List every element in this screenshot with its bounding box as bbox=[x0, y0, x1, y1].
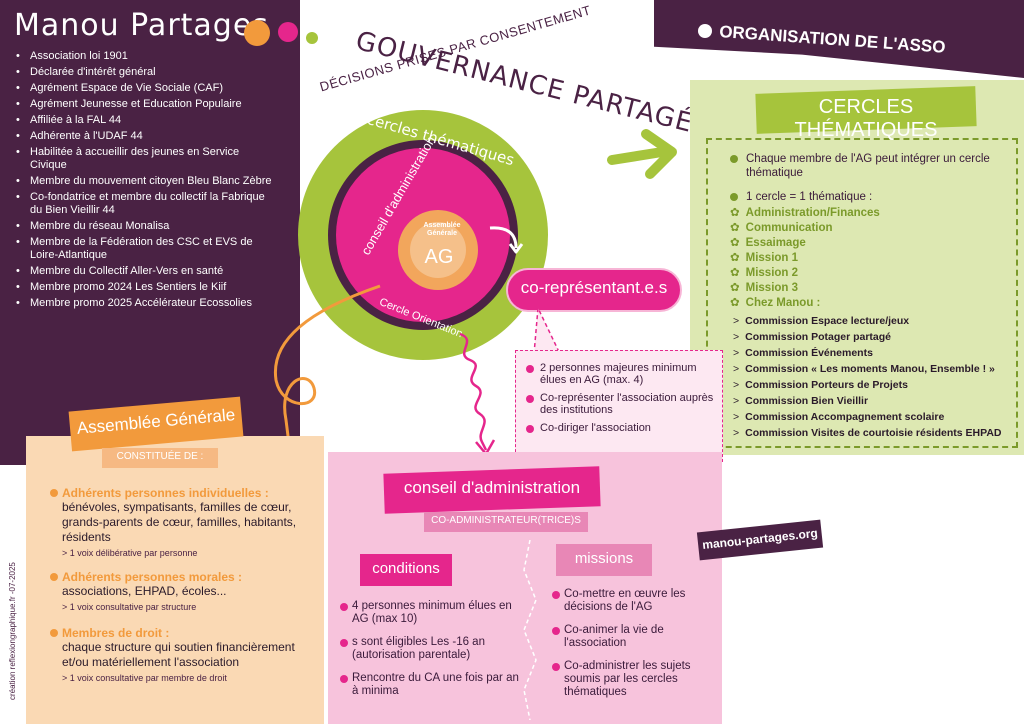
co-representatives-box bbox=[515, 350, 723, 462]
organization-facts-list: Association loi 1901 Déclarée d'intérêt … bbox=[14, 50, 276, 313]
co-representatives-label: co-représentant.e.s bbox=[520, 278, 668, 297]
thematic-circles-intro: Chaque membre de l'AG peut intégrer un c… bbox=[730, 152, 1010, 204]
bullet-dot-icon bbox=[730, 193, 738, 201]
fact-item: Adhérente à l'UDAF 44 bbox=[14, 130, 276, 143]
assembly-group: Adhérents personnes morales : associatio… bbox=[50, 570, 312, 612]
fact-item: Affiliée à la FAL 44 bbox=[14, 114, 276, 127]
commissions-list: Commission Espace lecture/jeux Commissio… bbox=[733, 313, 1021, 441]
commission-item: Commission Porteurs de Projets bbox=[733, 377, 1021, 393]
bullet-dot-icon bbox=[50, 489, 58, 497]
assembly-group-note: > 1 voix consultative par structure bbox=[62, 602, 197, 612]
conditions-list: 4 personnes minimum élues en AG (max 10)… bbox=[340, 600, 524, 708]
curly-arrow-pink-icon bbox=[459, 332, 496, 456]
commission-item: Commission Visites de courtoisie résiden… bbox=[733, 425, 1021, 441]
condition-item: 4 personnes minimum élues en AG (max 10) bbox=[340, 600, 524, 626]
arrow-right-icon bbox=[607, 129, 677, 179]
assembly-group-text: chaque structure qui soutien financièrem… bbox=[62, 640, 295, 669]
general-assembly-core bbox=[410, 222, 466, 278]
commission-item: Commission Accompagnement scolaire bbox=[733, 409, 1021, 425]
commission-item: Commission « Les moments Manou, Ensemble… bbox=[733, 361, 1021, 377]
theme-item: Mission 3 bbox=[730, 281, 1020, 296]
general-assembly-panel bbox=[26, 436, 324, 724]
co-representatives-item: 2 personnes majeures minimum élues en AG… bbox=[526, 362, 720, 386]
intro-text: 1 cercle = 1 thématique : bbox=[746, 191, 873, 203]
conditions-title: conditions bbox=[372, 560, 440, 577]
green-dot-decoration bbox=[306, 32, 318, 44]
ring-label-ag: AG bbox=[424, 246, 454, 268]
missions-title: missions bbox=[574, 550, 634, 567]
fact-item: Agrément Espace de Vie Sociale (CAF) bbox=[14, 82, 276, 95]
assembly-group: Membres de droit : chaque structure qui … bbox=[50, 626, 312, 683]
themes-list: Administration/Finances Communication Es… bbox=[730, 206, 1020, 311]
theme-item: Essaimage bbox=[730, 236, 1020, 251]
fact-item: Co-fondatrice et membre du collectif la … bbox=[14, 191, 276, 217]
assembly-group-note: > 1 voix délibérative par personne bbox=[62, 548, 198, 558]
commission-item: Commission Potager partagé bbox=[733, 329, 1021, 345]
assembly-group-head: Adhérents personnes morales : bbox=[62, 570, 243, 584]
commission-item: Commission Espace lecture/jeux bbox=[733, 313, 1021, 329]
general-assembly-subtitle: CONSTITUÉE DE : bbox=[116, 451, 204, 462]
fact-item: Agrément Jeunesse et Education Populaire bbox=[14, 98, 276, 111]
assembly-group-text: associations, EHPAD, écoles... bbox=[62, 584, 227, 598]
assembly-group: Adhérents personnes individuelles : béné… bbox=[50, 486, 312, 558]
fact-item: Association loi 1901 bbox=[14, 50, 276, 63]
design-credit: création reflexiongraphique.fr -07-2025 bbox=[8, 562, 17, 700]
conditions-banner bbox=[360, 554, 452, 586]
commission-item: Commission Événements bbox=[733, 345, 1021, 361]
board-subtitle: CO-ADMINISTRATEUR(TRICE)S bbox=[431, 515, 581, 526]
thematic-circles-title: CERCLES THÉMATIQUES bbox=[794, 96, 938, 141]
condition-item: s sont éligibles Les -16 an (autorisatio… bbox=[340, 636, 524, 662]
assembly-group-head: Adhérents personnes individuelles : bbox=[62, 486, 269, 500]
co-representatives-list: 2 personnes majeures minimum élues en AG… bbox=[526, 362, 720, 440]
bullet-dot-icon bbox=[50, 573, 58, 581]
fact-item: Membre du Collectif Aller-Vers en santé bbox=[14, 265, 276, 278]
co-representatives-item: Co-diriger l'association bbox=[526, 422, 720, 434]
assembly-group-note: > 1 voix consultative par membre de droi… bbox=[62, 673, 227, 683]
fact-item: Membre du réseau Monalisa bbox=[14, 220, 276, 233]
condition-item: Rencontre du CA une fois par an à minima bbox=[340, 672, 524, 698]
mission-item: Co-animer la vie de l'association bbox=[552, 624, 720, 650]
co-representatives-pill bbox=[506, 268, 682, 312]
theme-item: Administration/Finances bbox=[730, 206, 1020, 221]
co-representatives-item: Co-représenter l'association auprès des … bbox=[526, 392, 720, 416]
theme-item: Chez Manou : bbox=[730, 296, 1020, 311]
intro-text: Chaque membre de l'AG peut intégrer un c… bbox=[746, 153, 990, 179]
columns-divider bbox=[523, 540, 537, 720]
assembly-group-head: Membres de droit : bbox=[62, 626, 170, 640]
mission-item: Co-mettre en œuvre les décisions de l'AG bbox=[552, 588, 720, 614]
pink-dot-decoration bbox=[278, 22, 298, 42]
missions-list: Co-mettre en œuvre les décisions de l'AG… bbox=[552, 588, 720, 709]
bullet-dot-icon bbox=[730, 155, 738, 163]
theme-item: Communication bbox=[730, 221, 1020, 236]
board-subtitle-banner bbox=[424, 512, 588, 532]
fact-item: Membre promo 2025 Accélérateur Ecossolie… bbox=[14, 297, 276, 310]
theme-item: Mission 2 bbox=[730, 266, 1020, 281]
curved-arrow-icon bbox=[489, 226, 524, 254]
white-dot-icon bbox=[698, 24, 712, 38]
bullet-dot-icon bbox=[50, 629, 58, 637]
commission-item: Commission Bien Vieillir bbox=[733, 393, 1021, 409]
callout-pointer bbox=[533, 306, 561, 355]
fact-item: Membre de la Fédération des CSC et EVS d… bbox=[14, 236, 276, 262]
general-assembly-subtitle-banner bbox=[102, 448, 218, 468]
mission-item: Co-administrer les sujets soumis par les… bbox=[552, 660, 720, 699]
assembly-group-text: bénévoles, sympatisants, familles de cœu… bbox=[62, 500, 297, 544]
ring-label-assembly: Assemblée Générale bbox=[423, 222, 461, 237]
theme-item: Mission 1 bbox=[730, 251, 1020, 266]
fact-item: Habilitée à accueillir des jeunes en Ser… bbox=[14, 146, 276, 172]
missions-banner bbox=[556, 544, 652, 576]
board-title: conseil d'administration bbox=[403, 478, 581, 497]
orange-dot-decoration bbox=[244, 20, 270, 46]
fact-item: Membre du mouvement citoyen Bleu Blanc Z… bbox=[14, 175, 276, 188]
fact-item: Déclarée d'intérêt général bbox=[14, 66, 276, 79]
fact-item: Membre promo 2024 Les Sentiers le Kiif bbox=[14, 281, 276, 294]
organization-name: Manou Partages bbox=[14, 8, 269, 43]
